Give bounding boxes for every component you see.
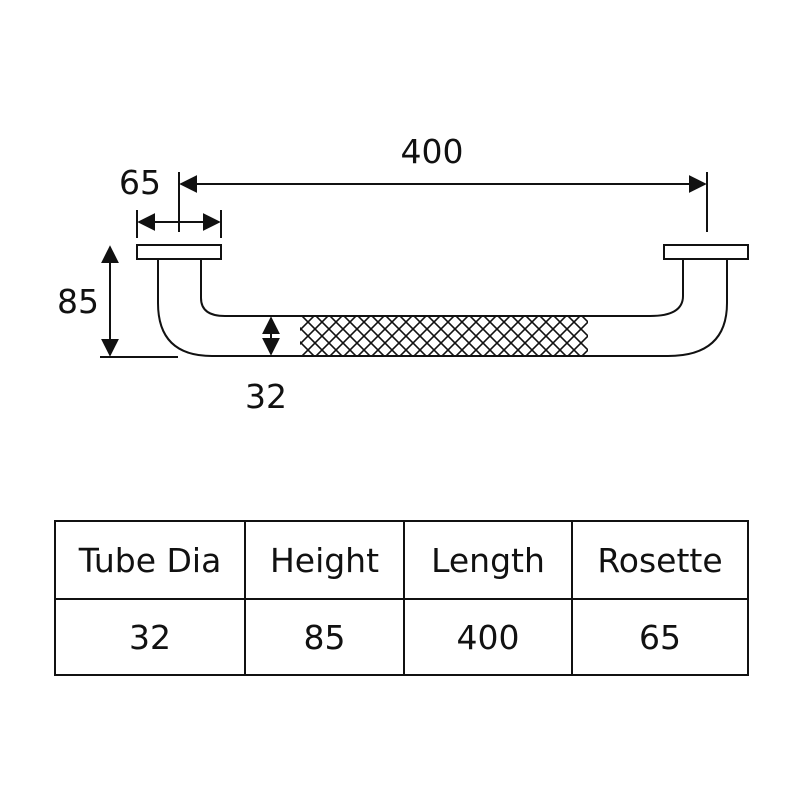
spec-value-row: 32 85 400 65: [54, 598, 749, 676]
header-tube-dia: Tube Dia: [54, 520, 246, 600]
value-tube-dia: 32: [54, 598, 246, 676]
spec-table: Tube Dia Height Length Rosette 32 85 400…: [54, 520, 749, 676]
length-label: 400: [401, 132, 464, 171]
tube-dia-label: 32: [245, 377, 287, 416]
value-rosette: 65: [571, 598, 749, 676]
header-rosette: Rosette: [571, 520, 749, 600]
header-height: Height: [244, 520, 405, 600]
right-rosette: [663, 244, 749, 260]
header-length: Length: [403, 520, 573, 600]
grab-bar-drawing: 400 65 85 32: [57, 132, 749, 416]
value-height: 85: [244, 598, 405, 676]
knurled-grip: [300, 316, 588, 356]
value-length: 400: [403, 598, 573, 676]
rosette-label: 65: [119, 163, 161, 202]
left-rosette: [136, 244, 222, 260]
bar-inner-outline: [200, 259, 684, 317]
spec-header-row: Tube Dia Height Length Rosette: [54, 520, 749, 600]
height-label: 85: [57, 282, 99, 321]
bar-outer-outline: [157, 259, 728, 357]
